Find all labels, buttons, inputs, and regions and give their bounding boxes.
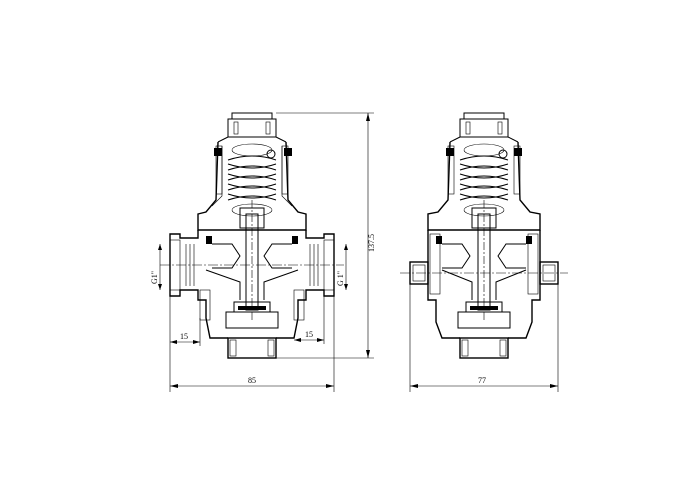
front-right-thread-length-dimension: 15 (294, 296, 325, 344)
front-body (169, 230, 335, 359)
inlet-thread-label: G1" (150, 271, 159, 284)
front-top-cap (217, 112, 287, 143)
left-thread-length-label: 15 (180, 332, 188, 341)
width-dimension-label: 85 (248, 376, 256, 385)
side-top-cap (449, 112, 519, 143)
front-height-dimension: 137.5 (276, 112, 376, 359)
side-width-dimension: 77 (409, 284, 559, 392)
right-thread-length-label: 15 (305, 330, 313, 339)
side-body (427, 230, 541, 359)
outlet-thread-label: G 1" (336, 271, 345, 286)
front-thread-labels: G1" G 1" (150, 244, 348, 290)
front-left-thread-length-dimension: 15 (170, 318, 201, 346)
side-section-view: 77 (400, 112, 568, 392)
side-width-dimension-label: 77 (478, 376, 486, 385)
height-dimension-label: 137.5 (367, 234, 376, 252)
front-width-dimension: 85 (169, 296, 335, 392)
front-section-view: 85 15 15 G1" G 1" (150, 112, 376, 392)
